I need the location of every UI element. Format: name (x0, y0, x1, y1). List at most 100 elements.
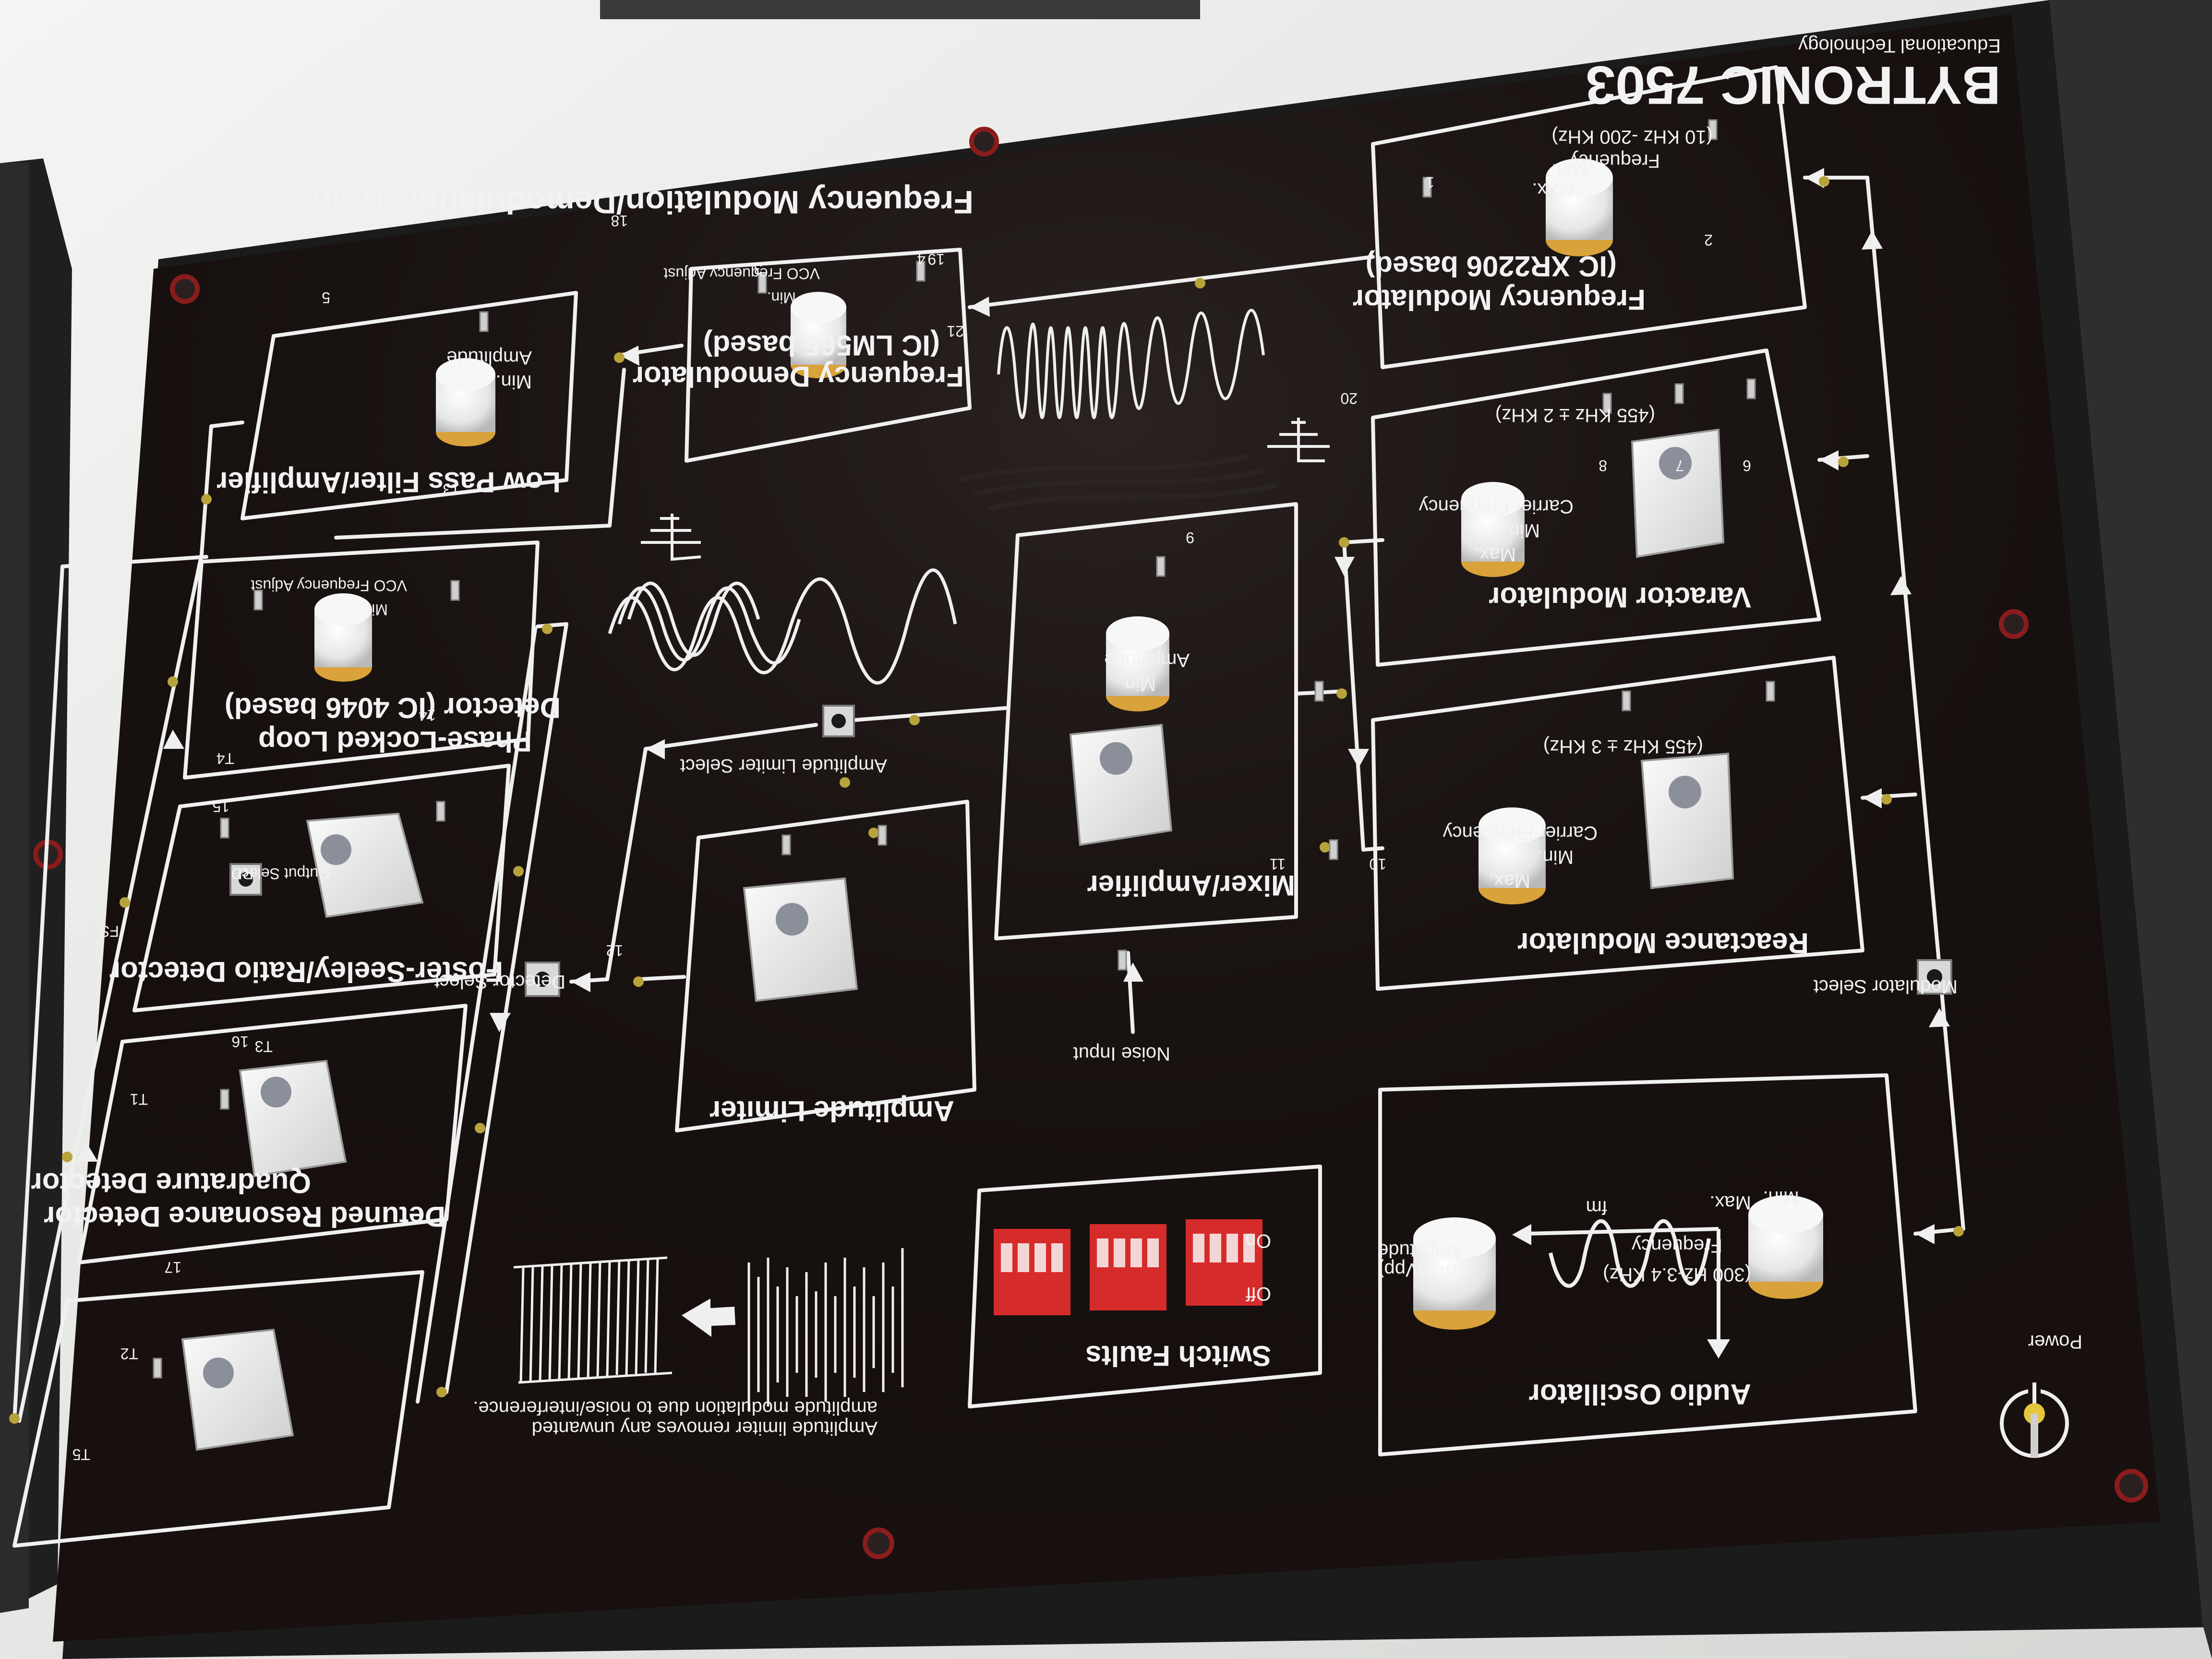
audio-osc-title: Audio Oscillator (1528, 1378, 1751, 1410)
test-point-label: T1 (130, 1091, 148, 1108)
panel-screw (33, 127, 2148, 1559)
large-arrow-icon (682, 1298, 735, 1337)
low-pass-knob-label: Amplitude (446, 347, 532, 368)
audio-osc-freq-range: (300 Hz-3.4 KHz) (1603, 1264, 1751, 1285)
quadrature-push-button[interactable] (181, 1328, 294, 1451)
dip-switch[interactable] (1186, 1219, 1262, 1306)
noise-input-label: Noise Input (1073, 1043, 1170, 1064)
audio-sine-graphic (1526, 1219, 1720, 1349)
varactor-range: (455 KHz ± 2 KHz) (1495, 405, 1655, 426)
brand-logo-text: BYTRONIC 7503 (1585, 55, 2001, 115)
fm-demodulator-knob-label: VCO Frequency Adjust (663, 265, 820, 282)
switch-faults-off-label: Off (1246, 1283, 1271, 1304)
pll-vco-knob[interactable] (314, 593, 372, 682)
varactor-title: Varactor Modulator (1489, 581, 1751, 613)
test-point-label: 20 (1340, 390, 1358, 407)
limiter-title: Amplitude Limiter (709, 1095, 954, 1127)
fm-modulator-max: Max. (1532, 179, 1574, 200)
limiter-select-button[interactable] (822, 705, 855, 737)
test-point-label: 8 (1599, 457, 1607, 474)
box-limiter (675, 800, 976, 1132)
audio-osc-min: Min. (1763, 1187, 1799, 1208)
test-point-label: 12 (606, 942, 623, 959)
limited-waveform-graphic (513, 1256, 673, 1384)
brand-tagline: Educational Technology (1798, 35, 2001, 56)
box-varactor (1371, 349, 1821, 667)
test-point-label: T4 (216, 750, 234, 767)
test-point-label: 9 (1186, 529, 1194, 546)
audio-frequency-knob[interactable] (1748, 1195, 1823, 1299)
detector-select-label: Detector Select (434, 971, 565, 992)
carrier-frequency-knob[interactable] (1461, 482, 1525, 577)
test-point-label: 15 (212, 798, 229, 815)
dip-switch[interactable] (1090, 1224, 1166, 1310)
varactor-max: Max. (1474, 544, 1516, 565)
box-reactance (1371, 656, 1864, 991)
mixer-title: Mixer/Amplifier (1087, 869, 1295, 902)
power-switch[interactable] (2000, 1382, 2069, 1458)
output-select-button[interactable] (229, 863, 262, 896)
audio-osc-fm-label: fm (1586, 1197, 1607, 1218)
test-point-label: T2 (120, 1345, 138, 1362)
test-point-label: 2 (1704, 231, 1713, 249)
limiter-select-label: Amplitude Limiter Select (680, 755, 887, 776)
fm-modulator-subtitle: (IC XR2206 based) (1365, 250, 1617, 282)
vco-frequency-knob[interactable] (791, 292, 846, 378)
box-fm-modulator (1371, 65, 1807, 369)
amplitude-knob[interactable] (436, 358, 495, 446)
mixer-min: Min. (1119, 673, 1156, 695)
antenna-icon (641, 418, 1330, 561)
reactance-knob-label: Carrier Frequency (1443, 822, 1598, 843)
test-point-label: 10 (1369, 855, 1386, 873)
low-pass-min: Min. (495, 371, 532, 392)
test-points (9, 176, 1964, 1424)
test-point-label: 19 (927, 251, 945, 268)
test-point-label: 18 (611, 212, 628, 229)
mixer-amplitude-knob[interactable] (1106, 616, 1169, 711)
box-mixer (994, 502, 1298, 940)
power-label: Power (2028, 1331, 2082, 1352)
modulator-select-button[interactable] (1917, 959, 1952, 995)
box-detuned (77, 1004, 468, 1264)
test-point-label: 1 (1426, 174, 1434, 191)
box-switch-faults (968, 1165, 1322, 1408)
box-audio-osc (1378, 1073, 1917, 1456)
reactance-push-button[interactable] (1640, 752, 1734, 890)
foster-rd-label: RD (231, 865, 253, 882)
test-point-label: 14 (419, 707, 436, 724)
test-point-label: 5 (322, 289, 330, 306)
foster-push-button[interactable] (306, 812, 424, 918)
module-boxes (12, 65, 1917, 1548)
mixer-knob-label: Amplitude (1104, 649, 1190, 671)
dip-switch[interactable] (994, 1229, 1070, 1315)
fm-modulator-title: Frequency Modulator (1352, 284, 1646, 316)
reactance-min: Min. (1537, 846, 1574, 867)
switch-faults-title: Switch Faults (1085, 1340, 1271, 1372)
foster-fs-label: FS (99, 923, 119, 940)
reactance-range: (455 KHz ± 3 KHz) (1543, 736, 1703, 757)
test-point-label: 7 (1675, 457, 1684, 474)
switch-faults-on-label: On (1245, 1230, 1271, 1251)
quadrature-title: Quadrature Detector (31, 1167, 311, 1199)
carrier-frequency-knob[interactable] (1479, 807, 1546, 904)
mixer-push-button[interactable] (1069, 723, 1173, 846)
frequency-knob[interactable] (1546, 158, 1613, 256)
fm-demodulator-subtitle: (IC LM565 based) (703, 329, 940, 361)
limiter-note: Amplitude limiter removes any unwanted a… (473, 1397, 878, 1439)
test-point-label: 4 (917, 251, 926, 268)
audio-amplitude-knob[interactable] (1413, 1217, 1496, 1330)
test-point-label: 6 (1743, 457, 1751, 474)
test-point-posts (153, 119, 1775, 1379)
fm-modulator-range: (10 KHz -200 KHz) (1551, 126, 1713, 147)
pll-knob-label: VCO Frequency Adjust (251, 577, 407, 594)
limiter-push-button[interactable] (743, 877, 858, 1002)
box-fm-demodulator (685, 248, 972, 463)
detuned-push-button[interactable] (239, 1059, 347, 1178)
pll-title: Phase-Locked Loop (258, 725, 532, 757)
detector-select-button[interactable] (525, 962, 560, 997)
box-quadrature (12, 1270, 424, 1548)
low-pass-title: Low Pass Filter/Amplifier (216, 466, 561, 498)
varactor-push-button[interactable] (1631, 428, 1725, 558)
